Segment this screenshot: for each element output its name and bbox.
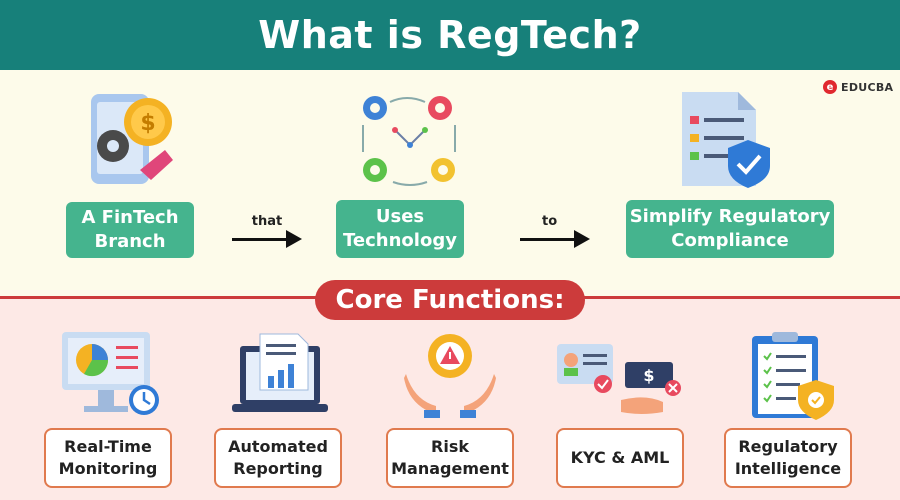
- fintech-branch-box: A FinTech Branch: [66, 202, 194, 258]
- simplify-compliance-box: Simplify Regulatory Compliance: [626, 200, 834, 258]
- logo-text: EDUCBA: [841, 80, 894, 94]
- arrow-line: [232, 238, 288, 241]
- svg-text:$: $: [643, 366, 654, 385]
- uses-technology-box: Uses Technology: [336, 200, 464, 258]
- educba-logo-icon: e: [823, 80, 837, 94]
- educba-logo: e EDUCBA: [823, 80, 893, 94]
- hands-gear-warning-icon: [404, 334, 496, 418]
- arrow-line: [520, 238, 576, 241]
- regulatory-intelligence-box: Regulatory Intelligence: [724, 428, 852, 488]
- connector-that-label: that: [251, 214, 283, 229]
- automated-reporting-box: Automated Reporting: [214, 428, 342, 488]
- document-shield-icon: [682, 92, 770, 188]
- arrow-head-icon: [574, 230, 590, 248]
- page-title: What is RegTech?: [258, 13, 642, 57]
- svg-text:$: $: [140, 111, 155, 136]
- real-time-monitoring-box: Real-Time Monitoring: [44, 428, 172, 488]
- id-card-money-icon: $: [557, 344, 681, 414]
- gears-process-icon: [362, 96, 456, 186]
- connector-to-label: to: [542, 214, 558, 229]
- monitor-chart-clock-icon: [62, 332, 159, 415]
- phone-coin-gear-icon: $: [91, 94, 173, 184]
- clipboard-shield-icon: [752, 332, 834, 420]
- title-banner: What is RegTech?: [0, 0, 900, 70]
- arrow-head-icon: [286, 230, 302, 248]
- laptop-report-icon: [232, 333, 328, 412]
- connector-that: that: [232, 214, 302, 254]
- kyc-aml-box: KYC & AML: [556, 428, 684, 488]
- core-functions-title: Core Functions:: [315, 280, 585, 320]
- connector-to: to: [520, 214, 592, 254]
- risk-management-box: Risk Management: [386, 428, 514, 488]
